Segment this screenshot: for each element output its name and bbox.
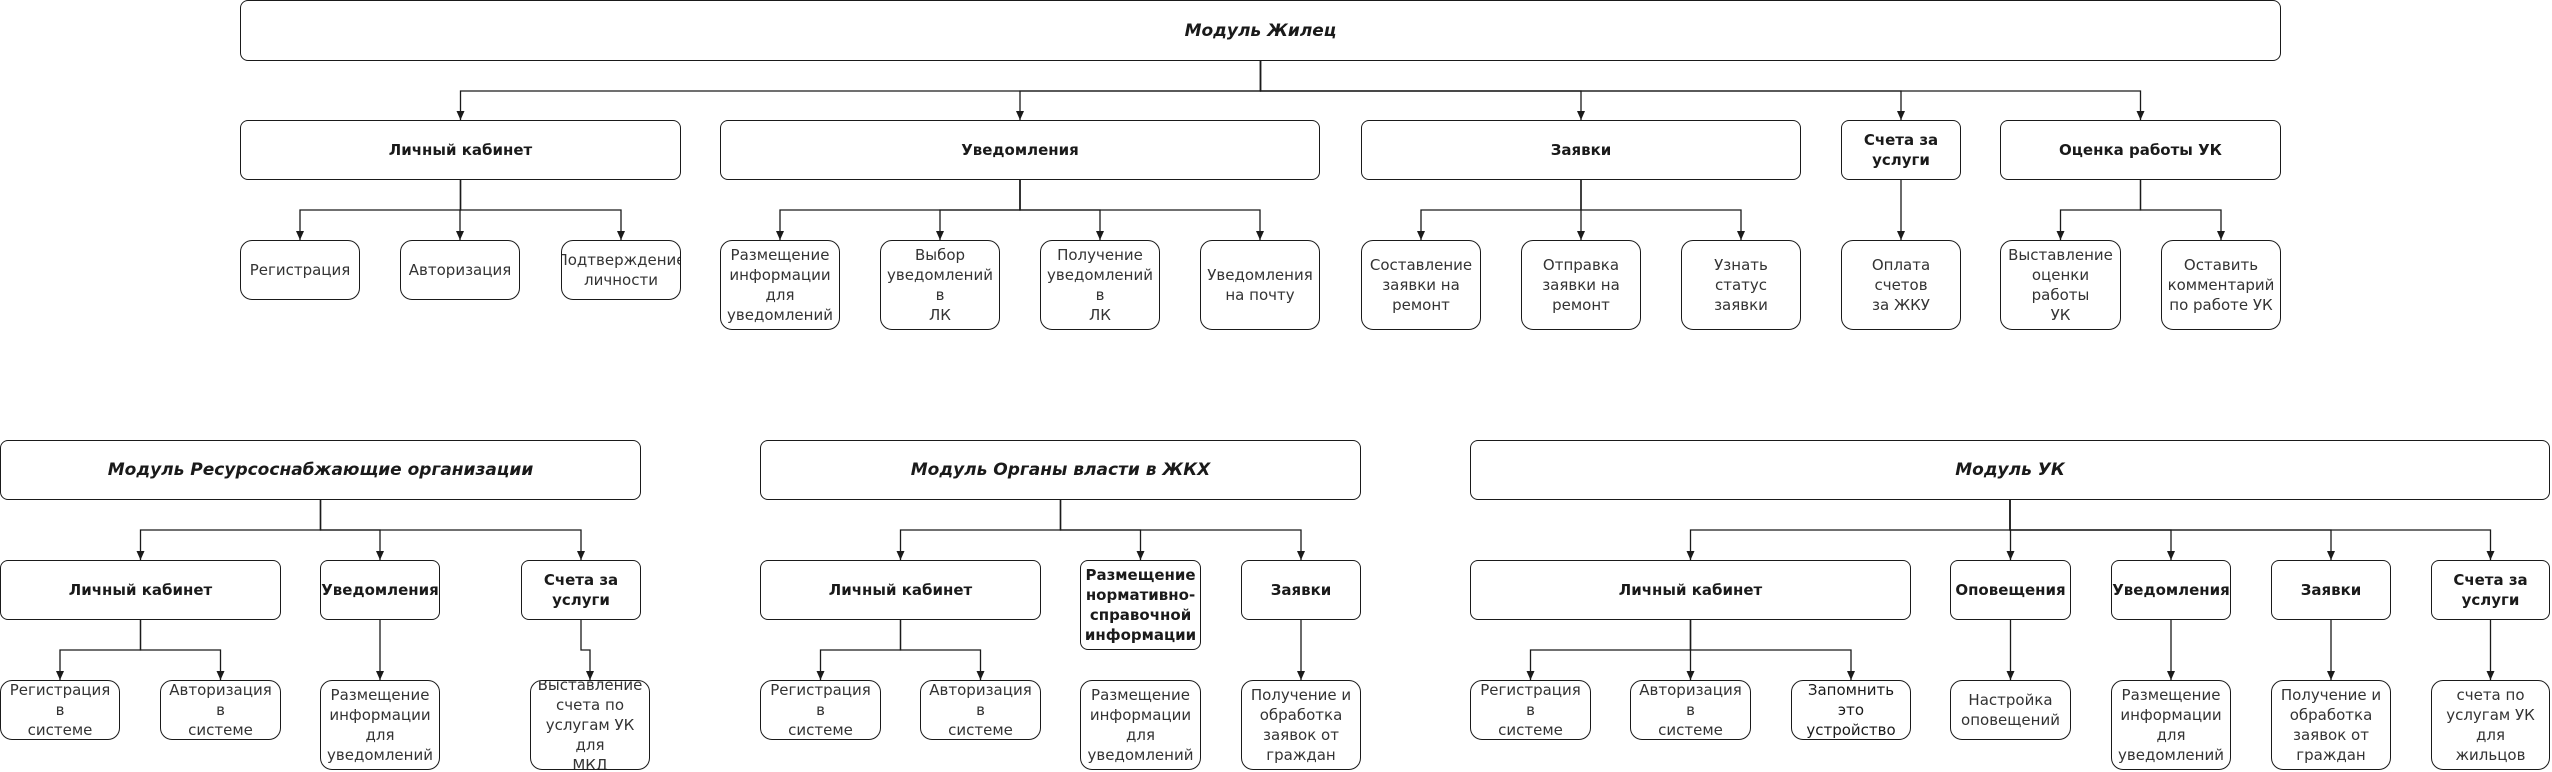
mc-notifications: Уведомления [2111,560,2231,620]
connector-tenant-leaf-leave-comment [2139,180,2225,240]
connector-tenant-leaf-registration [296,180,462,240]
connector-tenant-leaf-receive-notif [1019,180,1104,240]
connector-tenant-leaf-email-notif [1019,180,1264,240]
tenant-leaf-post-info: Размещение информации для уведомлений [720,240,840,330]
tenant-leaf-send-request: Отправка заявки на ремонт [1521,240,1641,330]
connector-tenant-leaf-identity [459,180,625,240]
connector-tenant-bills [1259,61,1905,120]
tenant-leaf-status-request: Узнать статус заявки [1681,240,1801,330]
connector-tenant-rating [1259,61,2145,120]
tenant-leaf-pay-bills: Оплата счетов за ЖКУ [1841,240,1961,330]
tenant-leaf-identity: Подтверждение личности [561,240,681,300]
tenant-leaf-rate-work: Выставление оценки работы УК [2000,240,2121,330]
connector-authority-cabinet [896,500,1062,560]
connector-mc-bills [2009,500,2495,560]
authority-leaf-post-info: Размещение информации для уведомлений [1080,680,1201,770]
mc-alerts: Оповещения [1950,560,2071,620]
tenant-leaf-authorization: Авторизация [400,240,520,300]
mc-bills: Счета за услуги [2431,560,2550,620]
connector-tenant-leaf-compose-request [1417,180,1582,240]
tenant-leaf-choose-notif: Выбор уведомлений в ЛК [880,240,1000,330]
authority-leaf-authorization: Авторизация в системе [920,680,1041,740]
connector-tenant-leaf-rate-work [2056,180,2142,240]
tenant-notifications: Уведомления [720,120,1320,180]
connector-mc-notifications [2009,500,2175,560]
connector-mc-leaf-remember-device [1689,620,1855,680]
tenant-rating: Оценка работы УК [2000,120,2281,180]
resource-notifications: Уведомления [320,560,440,620]
mc-leaf-post-info: Размещение информации для уведомлений [2111,680,2231,770]
tenant-leaf-receive-notif: Получение уведомлений в ЛК [1040,240,1160,330]
connector-resource-leaf-issue-bills [580,620,594,680]
mc-leaf-issue-bills: Выставление счета по услугам УК для жиль… [2431,680,2550,770]
connector-mc-leaf-registration [1526,620,1692,680]
resource-leaf-post-info: Размещение информации для уведомлений [320,680,440,770]
connector-mc-requests [2009,500,2335,560]
tenant-leaf-registration: Регистрация [240,240,360,300]
mc-leaf-handle-requests: Получение и обработка заявок от граждан [2271,680,2391,770]
connector-resource-leaf-authorization [139,620,225,680]
connector-tenant-notifications [1016,61,1262,120]
module-authority: Модуль Органы власти в ЖКХ [760,440,1361,500]
connector-tenant-requests [1259,61,1585,120]
tenant-requests: Заявки [1361,120,1801,180]
resource-leaf-issue-bills: Выставление счета по услугам УК для МКД [530,680,650,770]
connector-tenant-cabinet [456,61,1262,120]
authority-leaf-registration: Регистрация в системе [760,680,881,740]
authority-requests: Заявки [1241,560,1361,620]
module-mc: Модуль УК [1470,440,2550,500]
connector-tenant-leaf-post-info [776,180,1021,240]
module-tenant: Модуль Жилец [240,0,2281,61]
connector-tenant-leaf-authorization [456,180,464,240]
connector-resource-leaf-registration [56,620,142,680]
mc-leaf-alert-settings: Настройка оповещений [1950,680,2071,740]
tenant-leaf-email-notif: Уведомления на почту [1200,240,1320,330]
connector-mc-alerts [2006,500,2015,560]
mc-cabinet: Личный кабинет [1470,560,1911,620]
mc-requests: Заявки [2271,560,2391,620]
resource-leaf-registration: Регистрация в системе [0,680,120,740]
tenant-leaf-leave-comment: Оставить комментарий по работе УК [2161,240,2281,330]
connector-mc-cabinet [1686,500,2011,560]
connector-authority-requests [1059,500,1305,560]
tenant-cabinet: Личный кабинет [240,120,681,180]
mc-leaf-authorization: Авторизация в системе [1630,680,1751,740]
mc-leaf-registration: Регистрация в системе [1470,680,1591,740]
module-resource: Модуль Ресурсоснабжающие организации [0,440,641,500]
connector-resource-bills [319,500,585,560]
authority-cabinet: Личный кабинет [760,560,1041,620]
connector-resource-notifications [319,500,384,560]
resource-cabinet: Личный кабинет [0,560,281,620]
connector-resource-cabinet [136,500,322,560]
authority-normative: Размещение нормативно- справочной информ… [1080,560,1201,650]
resource-bills: Счета за услуги [521,560,641,620]
connector-tenant-leaf-status-request [1580,180,1745,240]
resource-leaf-authorization: Авторизация в системе [160,680,281,740]
mc-leaf-remember-device: Запомнить это устройство [1791,680,1911,740]
tenant-bills: Счета за услуги [1841,120,1961,180]
authority-leaf-handle-requests: Получение и обработка заявок от граждан [1241,680,1361,770]
connector-authority-leaf-authorization [899,620,985,680]
connector-authority-leaf-registration [816,620,902,680]
connector-authority-normative [1059,500,1145,560]
connector-tenant-leaf-choose-notif [936,180,1021,240]
tenant-leaf-compose-request: Составление заявки на ремонт [1361,240,1481,330]
